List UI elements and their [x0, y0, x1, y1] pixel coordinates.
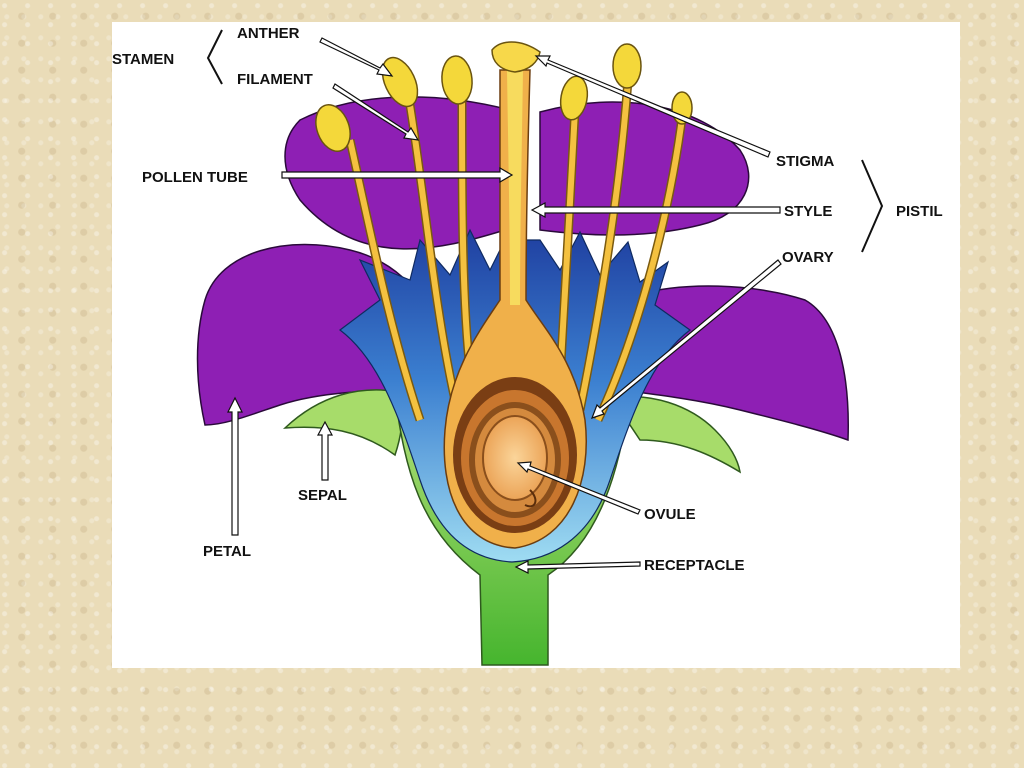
labels: STAMEN ANTHER FILAMENT POLLEN TUBE STIGM… [112, 25, 943, 574]
label-petal: PETAL [203, 543, 251, 560]
receptacle-pointer [514, 560, 641, 574]
label-sepal: SEPAL [298, 487, 347, 504]
style-highlight [507, 70, 523, 305]
pollen-tube-pointer [281, 166, 514, 184]
label-ovule: OVULE [644, 506, 696, 523]
stamen-bracket [206, 29, 223, 85]
filament-2-fill [407, 104, 458, 401]
label-stigma: STIGMA [776, 153, 834, 170]
ovary-pointer [590, 259, 782, 419]
stigma-pointer [534, 55, 771, 158]
filament-5-fill [577, 79, 631, 411]
label-anther: ANTHER [237, 25, 300, 42]
ovule-body [482, 415, 548, 501]
anther-3 [441, 55, 473, 105]
ovule-micropyle [524, 489, 537, 508]
stigma [491, 41, 541, 73]
filament-4-fill [557, 109, 578, 381]
pistil-bracket [861, 159, 884, 253]
label-pollen-tube: POLLEN TUBE [142, 169, 248, 186]
label-filament: FILAMENT [237, 71, 313, 88]
stamens [315, 43, 693, 422]
label-style: STYLE [784, 203, 832, 220]
sepal-pointer [316, 420, 334, 481]
anther-1 [315, 104, 351, 152]
anther-2 [381, 56, 419, 108]
filament-pointer [332, 83, 420, 141]
filament-3-fill [459, 99, 473, 371]
label-ovary: OVARY [782, 249, 834, 266]
label-stamen: STAMEN [112, 51, 174, 68]
label-pistil: PISTIL [896, 203, 943, 220]
sepal-right [610, 395, 742, 474]
anther-5 [612, 43, 642, 89]
anther-pointer [319, 37, 394, 77]
petal-pointer [227, 396, 243, 536]
ovule-pointer [516, 461, 641, 515]
style-pointer [530, 201, 781, 219]
filament-6-fill [595, 117, 685, 422]
pointer-lines [206, 29, 884, 574]
pistil [443, 41, 587, 549]
label-receptacle: RECEPTACLE [644, 557, 745, 574]
